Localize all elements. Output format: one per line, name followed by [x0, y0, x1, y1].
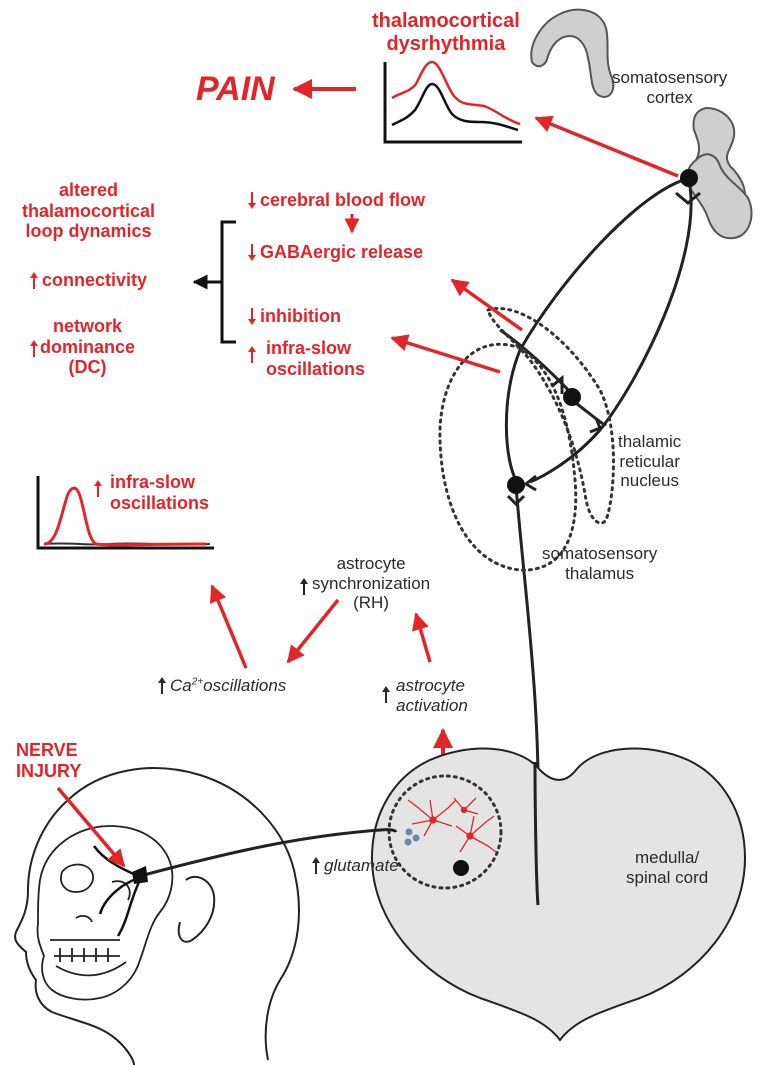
reticular-neuron-soma — [563, 388, 581, 406]
thalamus-neuron-soma — [507, 476, 525, 494]
network-dominance-label: network dominance (DC) — [40, 316, 135, 378]
up-arrow-icon — [248, 346, 256, 362]
altered-loop-dynamics-label: altered thalamocortical loop dynamics — [22, 180, 155, 242]
up-arrow-icon — [30, 340, 42, 359]
up-arrow-icon — [312, 857, 320, 873]
activation-to-sync-arrow — [416, 614, 430, 662]
up-arrow-icon — [30, 272, 38, 288]
dysrhythmia-baseline-trace — [392, 84, 518, 130]
ear — [179, 877, 214, 942]
thalamic-dotted-outlines — [440, 308, 614, 570]
thalamus-to-infraslow-arrow — [392, 338, 500, 372]
down-arrow-icon — [248, 308, 256, 324]
cerebral-blood-flow-label: cerebral blood flow — [248, 190, 425, 211]
medulla-spinal-cord — [372, 749, 745, 1040]
astrocyte-activation-label: astrocyte activation — [382, 676, 468, 715]
cortex-to-dysrhythmia-arrow — [536, 118, 678, 176]
up-arrow-icon — [382, 686, 390, 702]
cortex-neuron-soma — [680, 169, 698, 187]
nerve-injury-label: NERVE INJURY — [16, 740, 81, 781]
skull-icon — [37, 826, 172, 1000]
infra-slow-oscillations-label: infra-slow oscillations — [248, 338, 365, 379]
glutamate-label: glutamate — [312, 856, 399, 876]
up-arrow-icon — [300, 578, 312, 597]
down-arrow-icon — [248, 192, 256, 208]
up-arrow-icon — [158, 677, 166, 693]
thalamus-to-gaba-arrow — [452, 280, 522, 330]
gabaergic-release-label: GABAergic release — [248, 242, 423, 263]
nerve-injury-arrow — [58, 788, 124, 866]
inhibition-label: inhibition — [248, 306, 341, 327]
trigeminal-ganglion — [132, 866, 148, 884]
pain-label: PAIN — [196, 70, 275, 109]
connectivity-label: connectivity — [30, 270, 147, 291]
up-arrow-icon — [94, 480, 102, 496]
plot-infra-slow-label: infra-slow oscillations — [94, 472, 209, 513]
ca-to-plot-arrow — [212, 586, 246, 668]
effects-bracket — [222, 222, 236, 342]
dysrhythmia-plot — [385, 62, 522, 142]
thalamic-reticular-nucleus-label: thalamic reticular nucleus — [618, 432, 681, 491]
somatosensory-cortex-label: somatosensory cortex — [612, 68, 727, 107]
astrocyte-synchronization-label: astrocyte synchronization (RH) — [312, 554, 430, 613]
down-arrow-icon — [248, 244, 256, 260]
thalamocortical-dysrhythmia-label: thalamocortical dysrhythmia — [372, 10, 520, 56]
somatosensory-thalamus-label: somatosensory thalamus — [542, 544, 657, 583]
ca-oscillations-label: Ca2+oscillations — [158, 676, 286, 696]
medulla-spinal-cord-label: medulla/ spinal cord — [626, 848, 708, 887]
dorsal-horn-neuron-soma — [453, 860, 469, 876]
